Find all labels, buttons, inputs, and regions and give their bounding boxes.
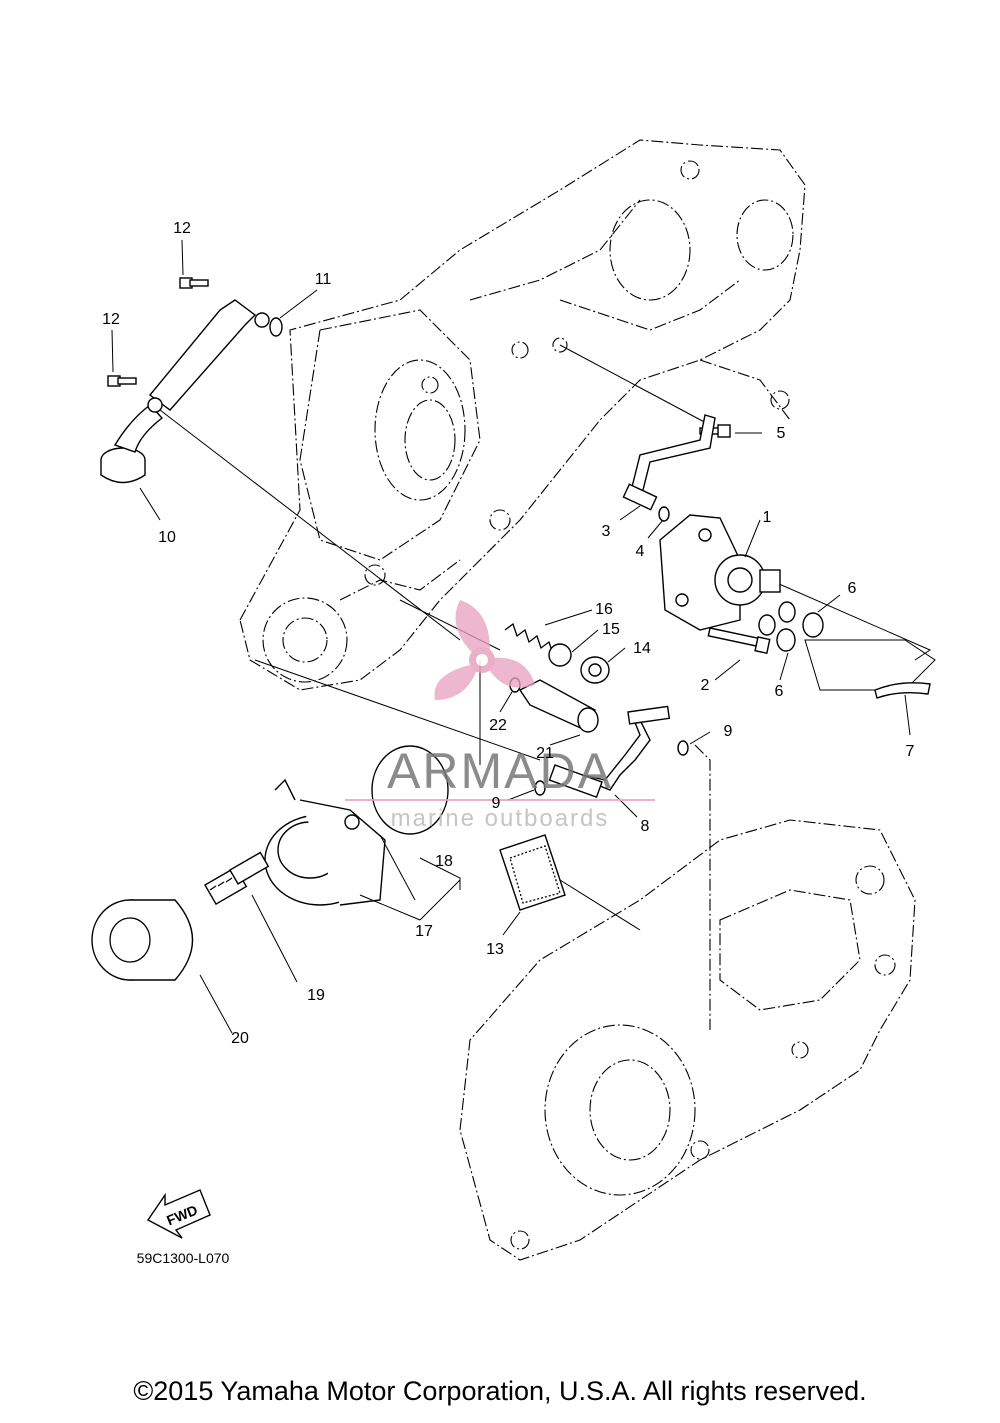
oil-pipe-3 <box>622 414 716 511</box>
callout-12-lower: 12 <box>102 311 120 328</box>
oil-cooler-17 <box>264 778 386 906</box>
callout-15: 15 <box>602 621 620 638</box>
fwd-arrow: FWD <box>146 1189 211 1239</box>
callout-14: 14 <box>633 640 651 657</box>
callout-2: 2 <box>701 677 710 694</box>
callout-11: 11 <box>315 271 332 288</box>
collars-6 <box>758 601 824 652</box>
leader-lines <box>111 239 911 1034</box>
callout-10: 10 <box>158 529 176 546</box>
callout-16: 16 <box>595 601 613 618</box>
callout-labels: 1 2 3 4 5 6 6 7 8 9 9 10 11 12 12 13 14 … <box>102 220 914 1047</box>
callout-7: 7 <box>906 743 915 760</box>
diagram-code: 59C1300-L070 <box>137 1250 230 1266</box>
callout-8: 8 <box>641 818 650 835</box>
callout-9-upper: 9 <box>724 723 733 740</box>
watermark-title: ARMADA <box>387 743 613 799</box>
oil-filter-20 <box>91 899 194 981</box>
bolt-12-lower <box>107 375 137 387</box>
o-ring-9-upper <box>677 740 689 756</box>
callout-20: 20 <box>231 1030 249 1047</box>
spring-16 <box>504 622 554 655</box>
callout-21: 21 <box>536 745 554 762</box>
union-bolt-19 <box>204 851 270 906</box>
chain-7 <box>874 682 931 699</box>
callout-5: 5 <box>777 425 786 442</box>
callout-22: 22 <box>489 717 507 734</box>
callout-17: 17 <box>415 923 433 940</box>
armada-watermark: ARMADA marine outboards <box>345 600 655 832</box>
copyright-notice: ©2015 Yamaha Motor Corporation, U.S.A. A… <box>133 1376 867 1406</box>
callout-18: 18 <box>435 853 453 870</box>
oil-pump-1 <box>659 514 781 631</box>
o-ring-18 <box>371 745 449 835</box>
assembly-lines <box>159 344 936 1030</box>
ball-15 <box>548 643 572 667</box>
watermark-subtitle: marine outboards <box>391 805 610 832</box>
relief-valve-21 <box>518 679 599 733</box>
strainer-screen-13 <box>499 834 566 911</box>
crankcase-left-outline <box>239 139 806 691</box>
o-ring-9-lower <box>534 780 546 796</box>
callout-1: 1 <box>763 509 772 526</box>
callout-4: 4 <box>636 543 645 560</box>
callout-6-lower: 6 <box>775 683 784 700</box>
o-ring-11 <box>269 317 283 337</box>
callout-9-lower: 9 <box>492 795 501 812</box>
oil-pipe-8 <box>548 705 671 799</box>
oil-strainer-pipe <box>100 299 270 484</box>
bolt-12-upper <box>179 277 209 289</box>
callout-19: 19 <box>307 987 325 1004</box>
callout-3: 3 <box>602 523 611 540</box>
callout-12-upper: 12 <box>173 220 191 237</box>
bolt-2 <box>707 627 771 655</box>
crankcase-cover-outline <box>459 819 916 1261</box>
callout-13: 13 <box>486 941 504 958</box>
armada-logo <box>434 600 535 700</box>
plug-14 <box>580 656 610 684</box>
o-ring-4 <box>658 506 670 522</box>
callout-6-upper: 6 <box>848 580 857 597</box>
